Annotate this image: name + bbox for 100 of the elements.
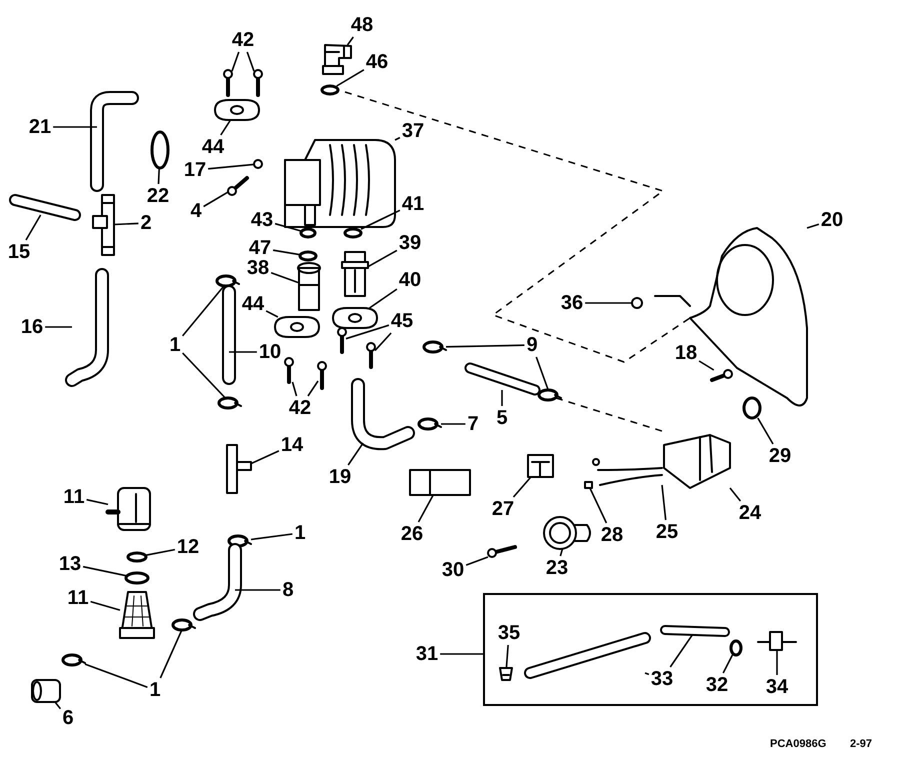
callout-number: 37 [402,121,424,141]
callout-number: 23 [546,558,568,578]
o-ring-drawing [344,228,362,238]
bolt-drawing [223,69,233,97]
callout-number: 46 [366,52,388,72]
bolt-drawing [253,69,263,97]
o-ring-drawing [124,572,150,584]
callout-number: 27 [492,499,514,519]
callout-number: 45 [390,311,414,331]
bolt-drawing [284,357,294,384]
hose-clamp-drawing [218,396,242,410]
leader-line [394,136,400,141]
leader-line [757,418,774,444]
gasket-drawing [274,316,320,338]
washer-drawing [300,228,316,238]
leader-line [589,488,608,524]
leader-line [270,272,298,284]
hose-clamp-drawing [172,618,196,632]
callout-number: 15 [8,242,30,262]
callout-number: 1 [169,335,181,355]
callout-number: 32 [706,675,728,695]
callout-number: 38 [246,258,270,278]
callout-number: 25 [656,522,678,542]
leader-line [374,332,392,352]
hose-drawing [524,632,651,679]
leader-line [250,533,292,540]
leader-line [806,223,820,229]
callout-number: 1 [294,523,306,543]
leader-line [82,566,126,576]
leader-line [158,168,160,184]
leader-line [585,302,632,304]
leader-line [53,126,97,128]
leader-line [90,600,120,611]
connector-drawing [527,454,554,478]
leader-line [506,644,509,668]
tee-fitting-drawing [226,444,252,494]
callout-number: 17 [184,160,206,180]
callout-number: 47 [248,238,272,258]
leader-line [182,285,225,336]
elbow-fitting-drawing [322,44,352,75]
leader-line [114,222,138,226]
hose-clamp-drawing [538,388,562,402]
callout-number: 18 [674,343,698,363]
leader-line [235,589,280,591]
leader-line [266,310,278,318]
callout-number: 13 [58,554,82,574]
callout-number: 9 [526,335,538,355]
sleeve-drawing [31,679,61,703]
fitting-drawing [341,251,369,297]
clip-drawing [499,667,513,681]
cap-drawing [584,481,593,489]
leader-line [729,488,742,502]
callout-number: 48 [350,15,374,35]
callout-number: 33 [650,669,674,689]
leader-line [54,702,62,710]
callout-number: 36 [560,293,584,313]
callout-number: 2 [140,213,152,233]
hose-clamp-drawing [62,654,86,666]
callout-number: 20 [820,210,844,230]
leader-line [146,548,176,556]
callout-number: 40 [398,270,422,290]
hose-drawing [351,378,415,450]
callout-number: 11 [63,487,85,507]
callout-number: 7 [467,414,479,434]
callout-number: 30 [442,560,464,580]
callout-number: 42 [232,30,254,50]
callout-number: 8 [282,580,294,600]
callout-number: 41 [402,194,424,214]
callout-number: 31 [416,644,438,664]
leader-line [336,69,364,87]
pump-unit-drawing [663,434,731,489]
kit-frame [483,593,818,706]
leader-line [274,222,302,232]
hose-clamp-drawing [150,130,170,170]
tee-fitting-drawing [92,194,115,256]
drawing-number: PCA0986G [770,738,826,750]
o-ring-drawing [320,84,340,96]
leader-line [446,344,524,348]
bolt-drawing [317,361,327,390]
callout-number: 19 [328,467,352,487]
leader-line [368,250,398,268]
leader-line [661,484,666,520]
connector-drawing [409,469,471,496]
leader-line [208,164,254,170]
gasket-drawing [214,99,260,121]
leader-line [441,423,466,425]
leader-line [203,191,228,208]
leader-line [348,442,364,466]
o-ring-drawing [298,250,318,262]
callout-number: 28 [600,525,624,545]
leader-line [776,650,778,675]
callout-number: 35 [498,623,520,643]
callout-number: 10 [258,342,282,362]
callout-number: 12 [176,537,200,557]
leader-line [272,249,300,256]
callout-number: 26 [400,524,424,544]
hose-drawing [9,194,81,221]
wire-drawing [592,458,663,486]
bolt-drawing [366,342,376,369]
fitting-drawing [297,262,321,311]
